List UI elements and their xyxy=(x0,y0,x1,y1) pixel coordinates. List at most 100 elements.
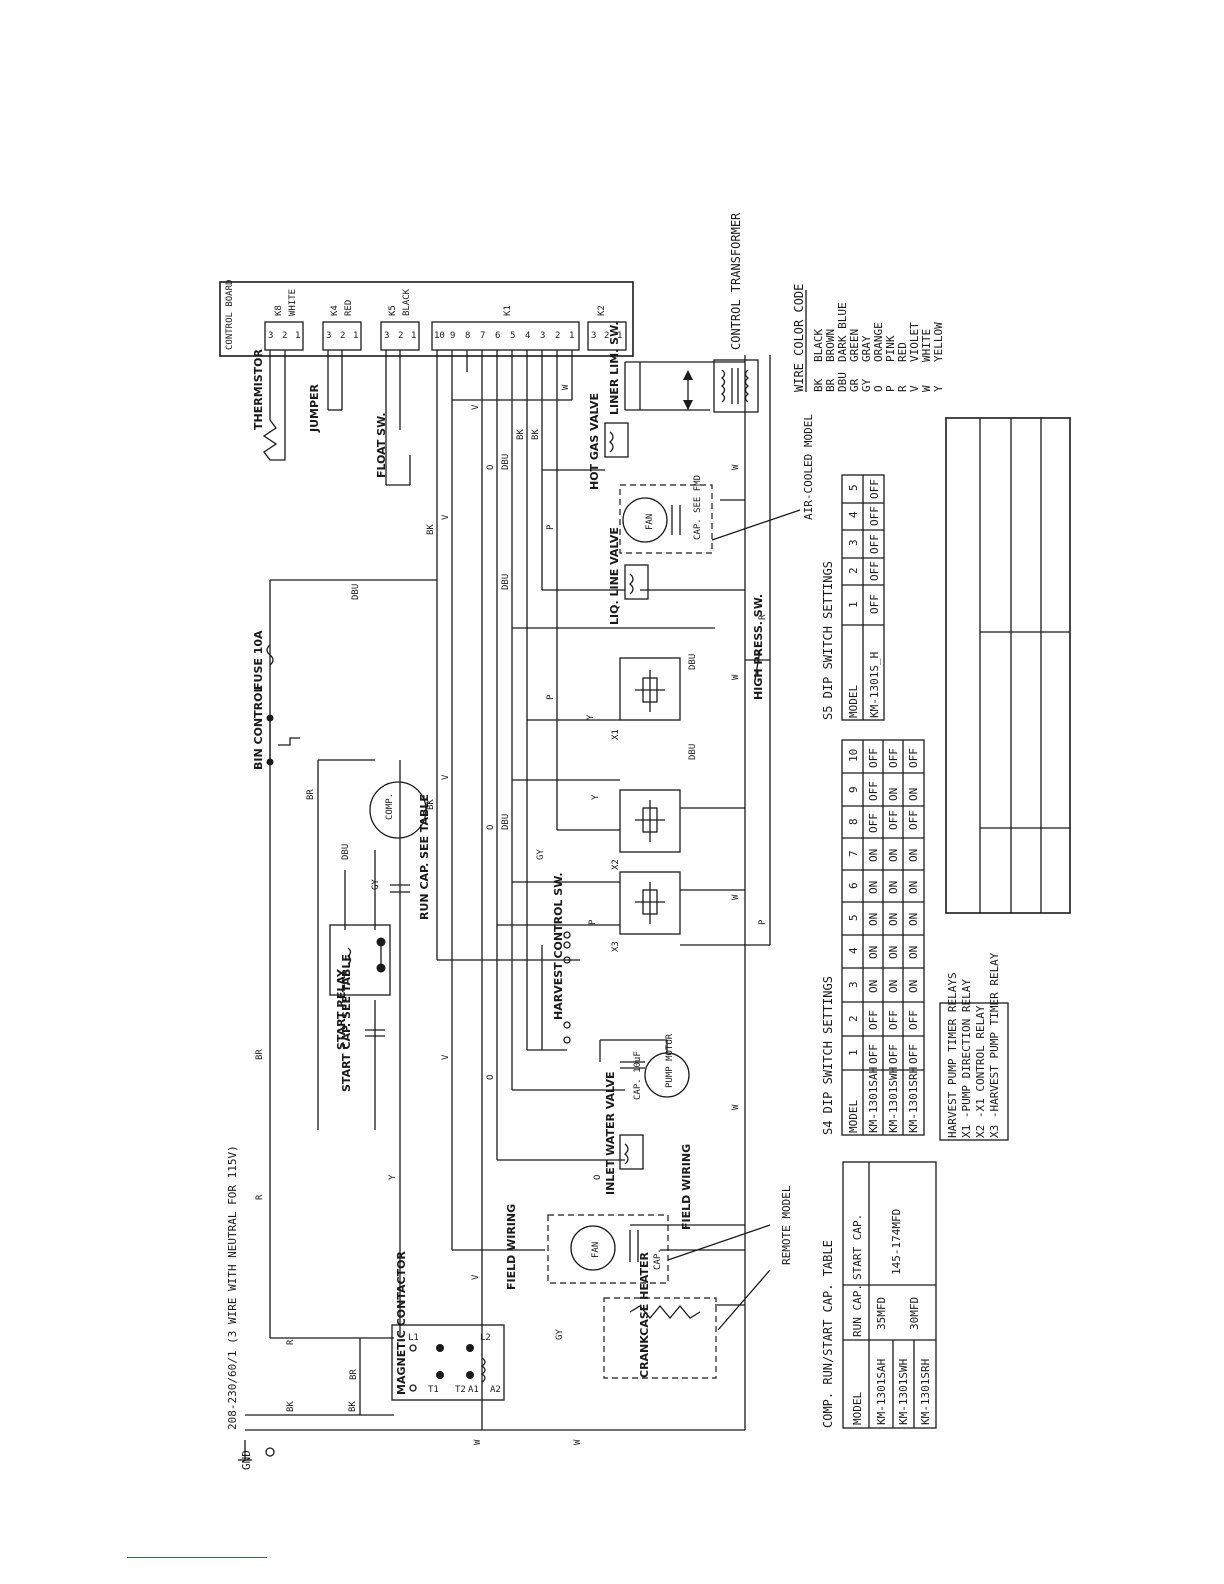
svg-text:P: P xyxy=(588,919,598,925)
svg-text:FAN: FAN xyxy=(645,514,655,530)
svg-text:HARVEST CONTROL SW.: HARVEST CONTROL SW. xyxy=(552,872,565,1020)
svg-text:START RELAY: START RELAY xyxy=(335,968,348,1050)
svg-text:START CAP. SEE TABLE: START CAP. SEE TABLE xyxy=(340,954,353,1092)
svg-text:V: V xyxy=(471,404,481,410)
title-block xyxy=(945,417,1071,914)
connector-k4: K4 RED 3 2 1 xyxy=(322,300,362,351)
svg-text:CAP.: CAP. xyxy=(653,1248,663,1270)
svg-text:YELLOW: YELLOW xyxy=(932,322,945,362)
ground-symbol-icon xyxy=(238,1440,275,1461)
float-switch-label: FLOAT SW. xyxy=(375,412,388,478)
svg-text:W: W xyxy=(573,1439,583,1445)
svg-text:W: W xyxy=(731,674,741,680)
svg-text:9: 9 xyxy=(847,786,860,793)
svg-text:W: W xyxy=(731,464,741,470)
start-cap: START CAP. SEE TABLE xyxy=(340,954,385,1092)
svg-text:LIQ. LINE VALVE: LIQ. LINE VALVE xyxy=(608,527,621,625)
svg-text:VIOLET: VIOLET xyxy=(908,322,921,362)
svg-text:5: 5 xyxy=(510,331,515,341)
svg-text:OFF: OFF xyxy=(868,479,881,499)
svg-text:O: O xyxy=(872,385,885,392)
svg-text:3: 3 xyxy=(326,331,331,341)
bottom-link-rule xyxy=(127,1557,267,1558)
svg-text:Y: Y xyxy=(586,714,596,720)
svg-text:GRAY: GRAY xyxy=(860,335,873,362)
svg-text:FIELD WIRING: FIELD WIRING xyxy=(505,1204,518,1290)
svg-text:GR: GR xyxy=(848,378,861,392)
svg-text:CONTROL TRANSFORMER: CONTROL TRANSFORMER xyxy=(729,212,743,350)
bin-control-label: BIN CONTROL xyxy=(252,686,265,770)
svg-text:A1: A1 xyxy=(468,1385,479,1395)
svg-text:V: V xyxy=(441,514,451,520)
air-cooled-fan-group: FAN CAP. SEE FMD AIR-COOLED MODEL xyxy=(619,414,815,554)
connector-k1: K1 10 9 8 7 6 5 4 3 2 1 xyxy=(431,305,580,351)
svg-text:CAP. SEE FMD: CAP. SEE FMD xyxy=(693,475,703,540)
svg-text:DARK BLUE: DARK BLUE xyxy=(836,302,849,362)
svg-text:PUMP MOTOR: PUMP MOTOR xyxy=(665,1033,675,1088)
svg-text:FIELD WIRING: FIELD WIRING xyxy=(680,1144,693,1230)
svg-text:35MFD: 35MFD xyxy=(875,1297,888,1330)
svg-text:K5: K5 xyxy=(388,305,398,316)
svg-text:BK: BK xyxy=(426,799,436,810)
svg-text:1: 1 xyxy=(295,331,300,341)
svg-text:BK: BK xyxy=(516,429,526,440)
svg-text:X3: X3 xyxy=(611,941,621,952)
svg-text:KM-1301SRH: KM-1301SRH xyxy=(907,1067,920,1133)
cap-table-title: COMP. RUN/START CAP. TABLE xyxy=(821,1240,835,1428)
svg-text:3: 3 xyxy=(591,331,596,341)
svg-text:1: 1 xyxy=(847,1049,860,1056)
connector-k5: K5 BLACK 3 2 1 xyxy=(380,288,420,351)
svg-text:V: V xyxy=(441,774,451,780)
svg-text:ON: ON xyxy=(907,980,920,993)
svg-text:W: W xyxy=(473,1439,483,1445)
svg-text:W: W xyxy=(731,1104,741,1110)
svg-text:3: 3 xyxy=(847,981,860,988)
svg-text:ON: ON xyxy=(887,913,900,926)
svg-text:O: O xyxy=(486,465,496,470)
control-transformer: CONTROL TRANSFORMER xyxy=(713,212,759,413)
svg-text:3: 3 xyxy=(268,331,273,341)
svg-text:A2: A2 xyxy=(490,1385,501,1395)
svg-text:OFF: OFF xyxy=(907,748,920,768)
control-board-label: CONTROL BOARD xyxy=(225,280,235,350)
power-supply-label: 208-230/60/1 (3 WIRE WITH NEUTRAL FOR 11… xyxy=(226,1145,239,1430)
svg-text:V: V xyxy=(441,1054,451,1060)
svg-text:START CAP.: START CAP. xyxy=(851,1214,864,1280)
svg-text:AIR-COOLED MODEL: AIR-COOLED MODEL xyxy=(802,414,815,520)
relay-legend: HARVEST PUMP TIMER RELAYS X1 -PUMP DIREC… xyxy=(939,952,1009,1141)
svg-text:2: 2 xyxy=(340,331,345,341)
liner-lim-switch-label: LINER LIM. SW. xyxy=(608,321,621,415)
compressor: COMP. RUN CAP. SEE TABLE xyxy=(369,781,431,920)
svg-text:OFF: OFF xyxy=(867,1010,880,1030)
svg-text:T1: T1 xyxy=(428,1385,439,1395)
svg-text:ON: ON xyxy=(867,946,880,959)
inlet-water-valve: INLET WATER VALVE xyxy=(604,1071,644,1195)
svg-text:X2: X2 xyxy=(611,859,621,870)
wiring xyxy=(245,350,771,1431)
svg-text:REMOTE MODEL: REMOTE MODEL xyxy=(780,1185,793,1265)
svg-text:3: 3 xyxy=(540,331,545,341)
svg-text:1: 1 xyxy=(411,331,416,341)
svg-text:WHITE: WHITE xyxy=(288,289,298,316)
svg-text:ON: ON xyxy=(887,881,900,894)
svg-text:W: W xyxy=(731,894,741,900)
svg-text:W: W xyxy=(920,385,933,392)
svg-text:K8: K8 xyxy=(274,305,284,316)
svg-text:10: 10 xyxy=(434,331,445,341)
crankcase-heater: CRANKCASE HEATER xyxy=(603,1251,717,1379)
svg-text:K4: K4 xyxy=(330,305,340,316)
thermistor-label: THERMISTOR xyxy=(252,348,265,430)
svg-text:OFF: OFF xyxy=(867,1044,880,1064)
svg-text:X2 -X1 CONTROL RELAY: X2 -X1 CONTROL RELAY xyxy=(974,1005,987,1138)
svg-text:2: 2 xyxy=(555,331,560,341)
svg-text:3: 3 xyxy=(384,331,389,341)
s5-dip-title: S5 DIP SWITCH SETTINGS xyxy=(821,561,835,720)
svg-text:DBU: DBU xyxy=(501,574,511,590)
wire-tags: BK BK DBU V V V O O DBU DBU DBU BK BK P … xyxy=(255,384,768,1445)
harvest-control-switch: HARVEST CONTROL SW. xyxy=(527,872,571,1051)
svg-text:R: R xyxy=(255,1194,265,1200)
svg-text:X1: X1 xyxy=(611,729,621,740)
svg-text:CRANKCASE HEATER: CRANKCASE HEATER xyxy=(638,1251,651,1378)
svg-text:R: R xyxy=(286,1339,296,1345)
svg-text:HOT GAS VALVE: HOT GAS VALVE xyxy=(588,393,601,490)
